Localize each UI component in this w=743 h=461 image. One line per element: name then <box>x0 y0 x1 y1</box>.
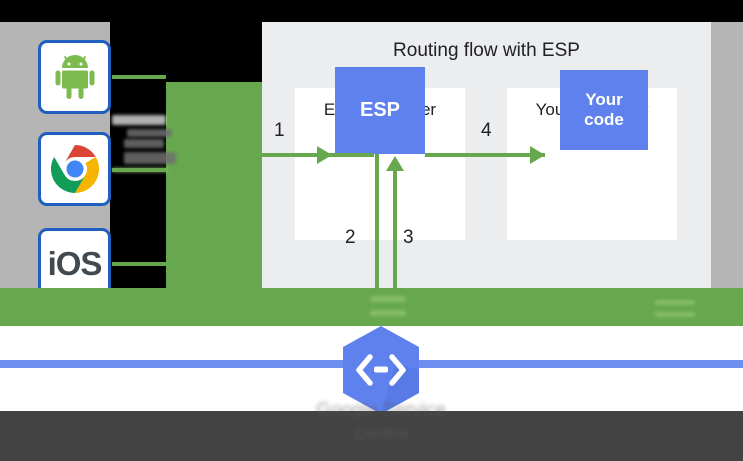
placeholder-text-line <box>127 129 172 137</box>
connector-chrome <box>112 168 166 172</box>
placeholder-text-line <box>124 152 176 164</box>
top-black-bar <box>0 0 743 22</box>
logo-caption: Google Service <box>316 400 446 421</box>
ios-icon: iOS <box>47 245 103 282</box>
green-band <box>0 288 743 326</box>
placeholder-rule <box>370 296 406 302</box>
connector-ios <box>112 262 166 266</box>
right-gray-bar <box>711 22 743 288</box>
client-card-chrome[interactable] <box>38 132 111 206</box>
arrow-3-head <box>386 156 404 171</box>
arrow-2-line <box>375 154 379 288</box>
arrow-3-line <box>393 170 397 288</box>
placeholder-text-line <box>112 115 166 125</box>
arrow-4-line <box>425 153 545 157</box>
arrow-4-number: 4 <box>481 120 492 141</box>
google-service-control-hexagon-icon <box>343 326 419 414</box>
your-code-node: Your code <box>560 70 648 150</box>
placeholder-rule <box>370 310 406 316</box>
arrow-2-number: 2 <box>345 227 356 248</box>
green-block <box>166 82 262 288</box>
bottom-dark-overlay <box>0 411 743 461</box>
client-card-android[interactable] <box>38 40 111 114</box>
arrow-1-head <box>317 146 332 164</box>
esp-node-label: ESP <box>359 99 401 121</box>
placeholder-text-line <box>124 139 164 148</box>
esp-node: ESP <box>335 67 425 154</box>
arrow-3-number: 3 <box>403 227 414 248</box>
android-icon <box>55 55 94 99</box>
arrow-1-number: 1 <box>274 120 285 141</box>
chrome-icon <box>50 145 99 193</box>
your-code-line-1: Your <box>585 90 623 110</box>
routing-flow-panel: Routing flow with ESP ESP Container Your… <box>262 22 711 288</box>
placeholder-rule <box>655 312 695 317</box>
connector-android <box>112 75 166 79</box>
logo-caption-secondary: Control <box>353 424 409 443</box>
placeholder-rule <box>655 300 695 305</box>
your-code-line-2: code <box>584 110 624 129</box>
arrow-4-head <box>530 146 545 164</box>
panel-title: Routing flow with ESP <box>393 40 580 61</box>
